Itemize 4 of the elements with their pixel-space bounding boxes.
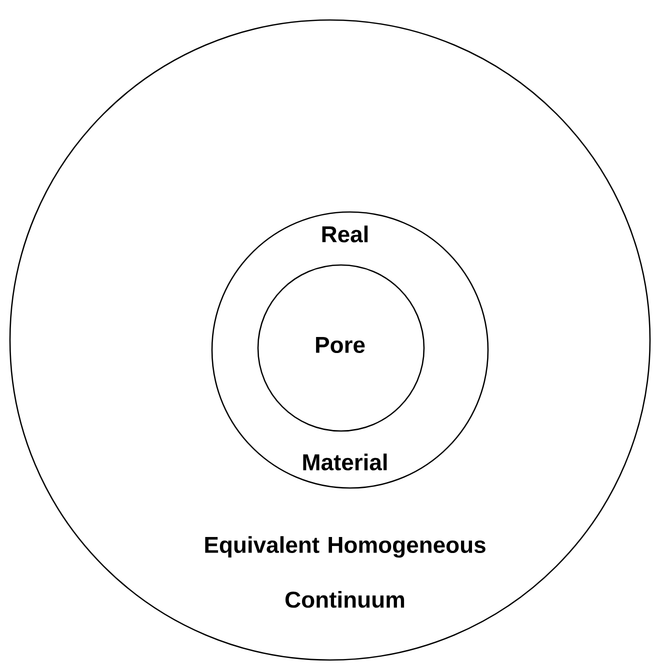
- circle-label: Pore: [316, 337, 365, 353]
- circle-label: Real: [322, 226, 368, 242]
- circle-label: Material: [303, 454, 387, 470]
- circle-label: Equivalent Homogeneous Continuum: [205, 536, 486, 608]
